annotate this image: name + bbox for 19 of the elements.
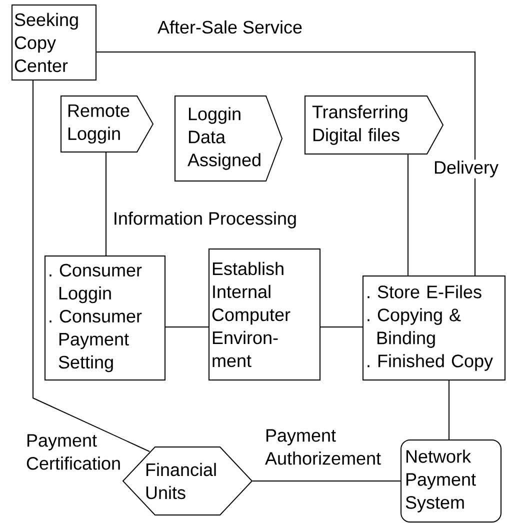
process-box: . Consumer Loggin . Consumer Payment Setting (44, 256, 166, 380)
connector-line (32, 80, 150, 452)
connector-line (96, 52, 476, 276)
connector-line (165, 326, 209, 328)
connector-line (320, 326, 363, 328)
edge-label: After-Sale Service (158, 20, 302, 34)
step-arrow-box: Loggin Data Assigned (174, 96, 283, 182)
process-box: Seeking Copy Center (12, 4, 96, 80)
process-box: . Store E-Files . Copying & Binding . Finished Copy (362, 276, 506, 380)
edge-label: Payment Authorizement (265, 429, 381, 465)
edge-label: Payment Certification (26, 434, 120, 470)
edge-label: Information Processing (114, 212, 296, 228)
connector-line (252, 480, 401, 482)
rounded-box: Network Payment System (400, 440, 502, 522)
step-arrow-box: Transferring Digital files (304, 96, 444, 154)
process-box: Establish Internal Computer Environ- ment (208, 248, 320, 380)
line-label: Delivery (432, 160, 500, 178)
connector-line (448, 380, 450, 440)
step-arrow-box: Remote Loggin (60, 96, 154, 152)
